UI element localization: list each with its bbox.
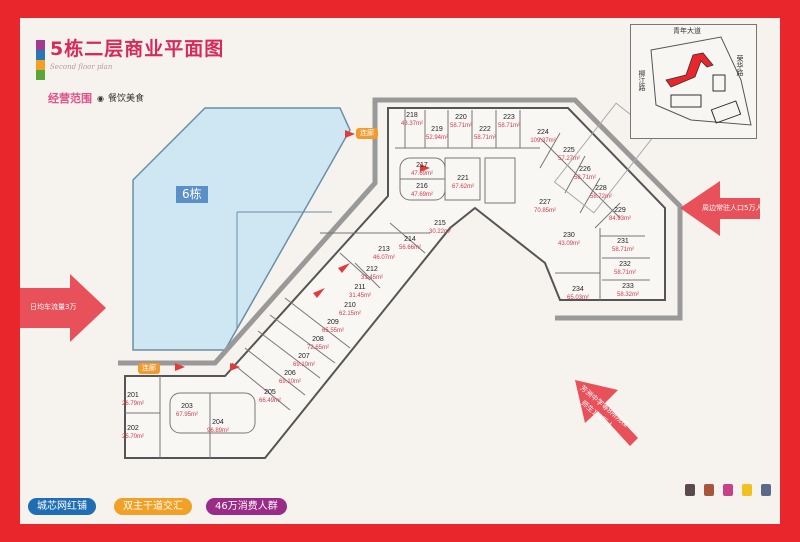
road-label-west: 柳江路 — [638, 70, 646, 91]
location-minimap: 青年大道 柳江路 荣华路 — [630, 24, 757, 139]
page-subtitle: Second floor plan — [50, 63, 113, 71]
plan-drawing — [20, 97, 760, 459]
building-outline — [124, 107, 666, 459]
escalator-icon — [704, 484, 714, 496]
scope-value: 餐饮美食 — [108, 94, 145, 104]
badge-road-junction: 双主干道交汇 — [114, 498, 192, 515]
floor-plan-poster: 5栋二层商业平面图 Second floor plan 经营范围 ◉ 餐饮美食 — [20, 18, 780, 524]
connector-tag: 连廊 — [356, 128, 378, 139]
building-6-label: 6栋 — [176, 186, 208, 203]
page-title: 5栋二层商业平面图 — [50, 38, 225, 60]
outer-walkway — [118, 97, 683, 366]
badge-consumers: 46万消费人群 — [206, 498, 287, 515]
east-arrow-text: 周边常驻人口5万人 — [702, 204, 763, 212]
minimap-drawing — [650, 36, 752, 126]
elevator-icon — [761, 484, 771, 496]
road-label-east: 荣华路 — [736, 55, 744, 76]
logo-mark — [36, 40, 45, 80]
west-traffic-arrow — [20, 274, 106, 342]
flow-arrows — [175, 130, 430, 371]
target-icon: ◉ — [97, 94, 104, 103]
room-dividers — [125, 102, 657, 458]
building-6-block — [132, 107, 351, 351]
southeast-school-arrow — [575, 380, 638, 446]
food-icon — [742, 484, 752, 496]
scope-label: 经营范围 — [48, 92, 92, 105]
road-label-north: 青年大道 — [673, 27, 701, 35]
east-population-arrow — [680, 181, 760, 236]
badge-city-core: 城芯网红铺 — [28, 498, 96, 515]
west-arrow-text: 日均车流量3万 — [30, 303, 77, 311]
restroom-icon — [685, 484, 695, 496]
connector-tag: 连廊 — [138, 363, 160, 374]
shopping-cart-icon — [723, 484, 733, 496]
